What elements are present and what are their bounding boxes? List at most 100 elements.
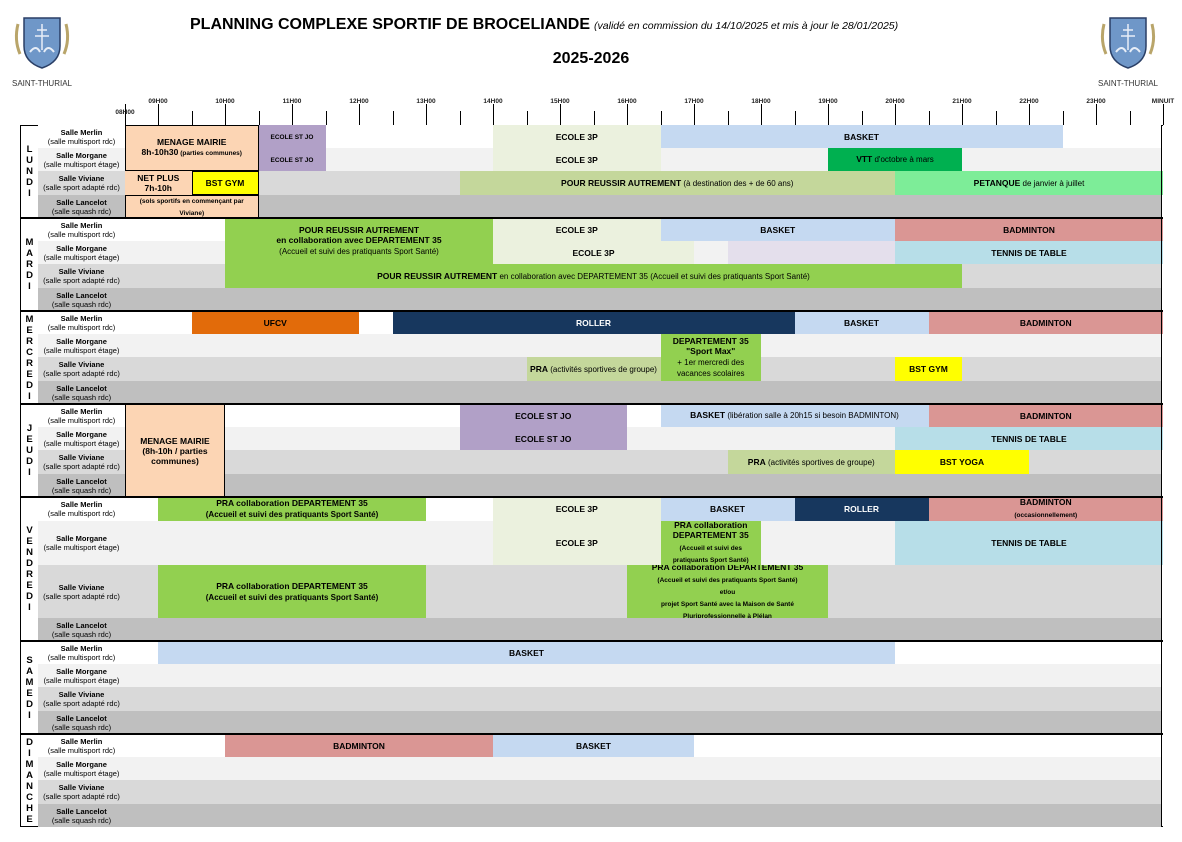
room-label: Salle Viviane(salle sport adapté rdc)	[38, 264, 125, 288]
schedule-block: ECOLE 3P	[493, 521, 661, 565]
block-label: ROLLER	[576, 317, 611, 328]
room-row	[38, 711, 1162, 734]
block-text: BADMINTON	[333, 741, 385, 751]
room-name: Salle Morgane	[56, 429, 107, 439]
day-label: LUNDI	[20, 125, 38, 218]
time-label: MINUIT	[1151, 98, 1175, 105]
room-label: Salle Morgane(salle multisport étage)	[38, 757, 125, 780]
schedule-block: POUR REUSSIR AUTREMENT (à destination de…	[459, 171, 895, 195]
room-name: Salle Lancelot	[56, 290, 107, 300]
room-name: Salle Lancelot	[56, 383, 107, 393]
schedule-block	[727, 241, 895, 264]
schedule-block: VTT d'octobre à mars	[828, 148, 962, 171]
time-tick	[426, 104, 427, 125]
page-title: PLANNING COMPLEXE SPORTIF DE BROCELIANDE…	[190, 16, 898, 34]
day-label: SAMEDI	[20, 641, 38, 734]
room-label: Salle Morgane(salle multisport étage)	[38, 148, 125, 171]
room-label: Salle Lancelot(salle squash rdc)	[38, 195, 125, 218]
block-text: BASKET	[509, 648, 544, 658]
room-label: Salle Merlin(salle multisport rdc)	[38, 734, 125, 757]
block-label: TENNIS DE TABLE	[991, 247, 1067, 258]
block-text: POUR REUSSIR AUTREMENT en collaboration …	[276, 225, 441, 257]
room-name: Salle Lancelot	[56, 806, 107, 816]
block-text: PRA collaboration DEPARTEMENT 35 (Accuei…	[206, 581, 378, 603]
block-text: BST YOGA	[940, 457, 984, 467]
time-tick	[593, 111, 595, 125]
time-label: 12H00	[349, 98, 369, 105]
time-label: 15H00	[550, 98, 570, 105]
block-label: ECOLE ST JO	[515, 433, 572, 444]
time-label: 16H00	[617, 98, 637, 105]
coat-of-arms-icon	[1100, 17, 1156, 69]
block-label: ECOLE 3P	[555, 154, 598, 165]
block-label: BADMINTON	[1019, 410, 1072, 421]
block-text: TENNIS DE TABLE	[991, 434, 1066, 444]
schedule-block: BADMINTON	[928, 311, 1163, 334]
room-row	[38, 687, 1162, 711]
time-tick	[962, 104, 963, 125]
room-detail: (salle multisport rdc)	[47, 509, 116, 518]
block-detail: (Accueil et suivi des pratiquants Sport …	[205, 592, 379, 602]
day-separator	[20, 496, 1163, 498]
room-name: Salle Morgane	[56, 759, 107, 769]
schedule-block: BST GYM	[191, 171, 259, 195]
room-row	[38, 664, 1162, 687]
block-label: BST GYM	[205, 178, 245, 188]
block-text: ECOLE 3P	[556, 504, 598, 514]
block-text: BADMINTON	[1020, 411, 1072, 421]
room-detail: (salle squash rdc)	[51, 299, 112, 309]
block-label: PRA collaboration DEPARTEMENT 35	[216, 580, 368, 591]
schedule-block: DEPARTEMENT 35 "Sport Max" + 1er mercred…	[660, 334, 761, 381]
block-text: POUR REUSSIR AUTREMENT (à destination de…	[561, 178, 793, 189]
block-text: PRA (activités sportives de groupe)	[748, 457, 875, 468]
schedule-block: ECOLE ST JO	[459, 427, 627, 450]
block-text: BASKET	[576, 741, 611, 751]
room-row	[38, 804, 1162, 827]
block-text: ECOLE 3P	[556, 155, 598, 165]
room-row	[38, 474, 1162, 497]
schedule-block: NET PLUS 7h-10h	[125, 171, 192, 195]
block-label: PRA collaboration DEPARTEMENT 35	[216, 498, 368, 508]
time-tick	[1129, 111, 1131, 125]
room-detail: (salle squash rdc)	[51, 485, 112, 495]
table-right-border	[1161, 125, 1162, 827]
time-tick	[359, 104, 360, 125]
block-detail: + 1er mercredi des vacances scolaires	[676, 358, 745, 378]
time-tick	[125, 104, 126, 125]
schedule-block: ECOLE 3P	[493, 125, 661, 148]
coat-of-arms-icon	[14, 17, 70, 69]
block-label: NET PLUS 7h-10h	[137, 173, 180, 193]
room-name: Salle Merlin	[60, 406, 103, 416]
block-label: BASKET	[760, 224, 796, 235]
room-label: Salle Morgane(salle multisport étage)	[38, 664, 125, 687]
block-label: BADMINTON	[1019, 317, 1072, 328]
room-name: Salle Lancelot	[56, 713, 107, 723]
time-label: 09H00	[148, 98, 168, 105]
time-tick	[828, 104, 829, 125]
time-label: 18H00	[751, 98, 771, 105]
day-name: MARDI	[24, 237, 35, 292]
block-label: PRA	[530, 363, 548, 374]
time-tick	[1096, 104, 1097, 125]
block-text: BADMINTON (occasionnellement)	[1014, 497, 1077, 521]
logo-caption: SAINT-THURIAL	[11, 79, 72, 88]
day-separator	[20, 733, 1163, 735]
block-detail: (à destination des + de 60 ans)	[681, 178, 794, 188]
time-tick	[526, 111, 528, 125]
schedule-block: BADMINTON	[895, 218, 1163, 241]
room-detail: (salle sport adapté rdc)	[43, 792, 120, 801]
room-label: Salle Viviane(salle sport adapté rdc)	[38, 450, 125, 474]
room-row	[38, 288, 1162, 311]
block-label: TENNIS DE TABLE	[991, 538, 1067, 548]
room-detail: (salle multisport étage)	[43, 675, 120, 685]
schedule-block: BASKET (libération salle à 20h15 si beso…	[660, 404, 929, 427]
day-label: MERCREDI	[20, 311, 38, 404]
schedule-block: POUR REUSSIR AUTREMENT en collaboration …	[225, 218, 493, 264]
room-name: Salle Merlin	[60, 736, 103, 746]
schedule-block: ECOLE 3P	[493, 218, 661, 241]
room-name: Salle Viviane	[58, 690, 105, 699]
time-label: 11H00	[282, 98, 302, 105]
block-detail: en collaboration avec DEPARTEMENT 35 (Ac…	[497, 271, 810, 281]
day-separator	[20, 640, 1163, 642]
schedule-block: MENAGE MAIRIE 8h-10h30 (parties communes…	[125, 125, 259, 171]
